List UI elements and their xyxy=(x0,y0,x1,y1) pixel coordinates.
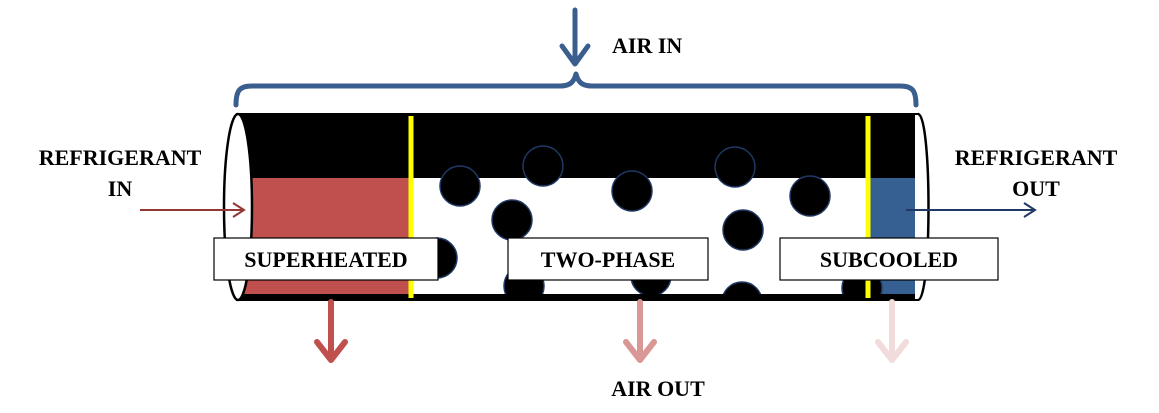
refrigerant-in-arrow-icon xyxy=(140,202,246,218)
zone-label-subcooled: SUBCOOLED xyxy=(779,237,999,281)
svg-text:SUPERHEATED: SUPERHEATED xyxy=(244,247,407,272)
bubble xyxy=(721,281,763,300)
air-out-arrow-cool-icon xyxy=(875,299,909,363)
bubble xyxy=(722,209,764,251)
bubble xyxy=(714,146,756,188)
refrigerant-in-label-line1: REFRIGERANT xyxy=(39,145,202,170)
air-out-arrow-mid-icon xyxy=(623,299,657,363)
svg-text:TWO-PHASE: TWO-PHASE xyxy=(541,247,675,272)
svg-text:SUBCOOLED: SUBCOOLED xyxy=(820,247,958,272)
bubble xyxy=(789,175,831,217)
bubble xyxy=(491,199,533,241)
zone-label-superheated: SUPERHEATED xyxy=(213,237,439,281)
air-out-label: AIR OUT xyxy=(611,376,705,401)
brace-icon xyxy=(233,71,919,108)
refrigerant-in-label-line2: IN xyxy=(108,176,133,201)
refrigerant-out-label-line2: OUT xyxy=(1012,176,1060,201)
bubble xyxy=(522,145,564,187)
air-in-label: AIR IN xyxy=(612,33,682,58)
bubble xyxy=(611,170,653,212)
refrigerant-out-label-line1: REFRIGERANT xyxy=(955,145,1118,170)
tube-bottom-rim xyxy=(240,294,915,300)
refrigerant-out-arrow-icon xyxy=(906,202,1037,218)
zone-label-two-phase: TWO-PHASE xyxy=(507,237,709,281)
tube-right-cap xyxy=(916,112,930,302)
air-in-arrow-icon xyxy=(559,7,591,67)
air-out-arrow-hot-icon xyxy=(314,299,348,363)
tube-interior xyxy=(240,114,915,300)
bubble xyxy=(439,165,481,207)
